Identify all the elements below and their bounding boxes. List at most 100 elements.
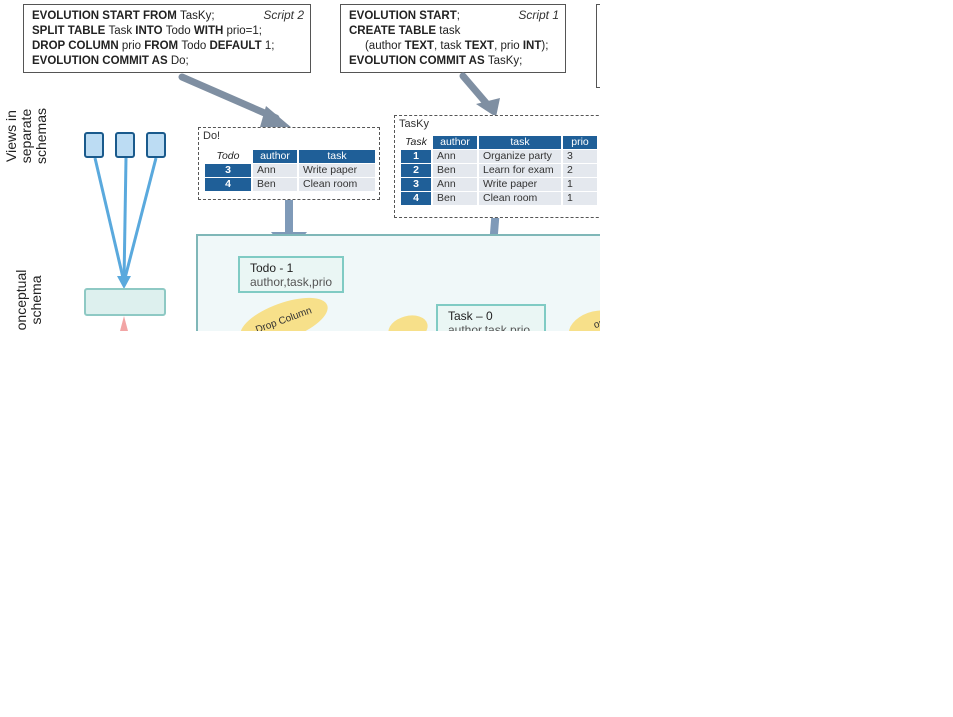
diagram-canvas: Script 2 EVOLUTION START FROM TasKy;SPLI…: [0, 0, 600, 331]
fan-line-middle: [122, 157, 128, 283]
cell-author: Ben: [433, 192, 477, 205]
cell-task: Clean room: [299, 178, 375, 191]
code-keyword: TEXT: [464, 40, 495, 52]
code-keyword: CREATE TABLE: [349, 25, 440, 37]
view-tasky-name: TasKy: [399, 118, 429, 130]
cell-id: 3: [205, 164, 251, 177]
partial-script-box: [596, 4, 600, 88]
cell-author: Ben: [253, 178, 297, 191]
col-task: task: [479, 136, 561, 149]
code-text: 1;: [264, 40, 275, 52]
cell-task: Write paper: [479, 178, 561, 191]
code-text: prio: [121, 40, 145, 52]
code-keyword: EVOLUTION COMMIT AS: [32, 55, 171, 67]
cell-author: Ben: [433, 164, 477, 177]
cell-id: 1: [401, 150, 431, 163]
code-text: Todo: [165, 25, 194, 37]
fan-line-left: [93, 157, 126, 283]
code-keyword: EVOLUTION START: [349, 10, 457, 22]
code-text: Do;: [170, 55, 189, 67]
task-table-name: Task: [405, 136, 427, 148]
code-keyword: INT: [522, 40, 542, 52]
cell-id: 2: [401, 164, 431, 177]
cell-prio: 3: [563, 150, 597, 163]
cell-task: Write paper: [299, 164, 375, 177]
code-keyword: FROM: [144, 40, 182, 52]
client-icon-2: [115, 132, 135, 158]
cell-prio: 2: [563, 164, 597, 177]
cell-author: Ann: [433, 178, 477, 191]
col-task: task: [299, 150, 375, 163]
script-2-box: Script 2 EVOLUTION START FROM TasKy;SPLI…: [23, 4, 311, 73]
code-text: , task: [434, 40, 465, 52]
code-text: prio=1;: [226, 25, 262, 37]
script1-to-tasky-arrow: [459, 72, 500, 117]
view-do-name: Do!: [203, 130, 221, 142]
fan-line-right: [122, 157, 158, 283]
code-text: TasKy;: [180, 10, 215, 22]
code-keyword: EVOLUTION START FROM: [32, 10, 181, 22]
cell-author: Ann: [253, 164, 297, 177]
code-keyword: DROP COLUMN: [32, 40, 122, 52]
script-2-tag: Script 2: [263, 8, 304, 22]
cell-id: 4: [205, 178, 251, 191]
client-icon-3: [146, 132, 166, 158]
code-text: Task: [108, 25, 136, 37]
code-keyword: EVOLUTION COMMIT AS: [349, 55, 488, 67]
code-text: Todo: [181, 40, 210, 52]
col-author: author: [253, 150, 297, 163]
cell-id: 4: [401, 192, 431, 205]
code-text: , prio: [494, 40, 523, 52]
script-1-box: Script 1 EVOLUTION START;CREATE TABLE ta…: [340, 4, 566, 73]
cell-prio: 1: [563, 192, 597, 205]
code-text: ;: [456, 10, 460, 22]
script2-to-do-arrow: [178, 73, 292, 128]
client-icon-1: [84, 132, 104, 158]
task-node-title: Task – 0: [448, 309, 493, 323]
code-keyword: TEXT: [404, 40, 434, 52]
code-line: EVOLUTION START FROM TasKy;: [32, 9, 302, 24]
cell-author: Ann: [433, 150, 477, 163]
script-2-code: EVOLUTION START FROM TasKy;SPLIT TABLE T…: [32, 9, 302, 69]
todo-table-name: Todo: [216, 150, 240, 162]
code-keyword: DEFAULT: [209, 40, 265, 52]
code-keyword: INTO: [135, 25, 166, 37]
col-author: author: [433, 136, 477, 149]
code-keyword: WITH: [193, 25, 227, 37]
conceptual-schema-box: [84, 288, 166, 316]
code-line: EVOLUTION COMMIT AS Do;: [32, 54, 302, 69]
code-line: CREATE TABLE task: [349, 24, 557, 39]
todo-node-title: Todo - 1: [250, 261, 294, 275]
cell-id: 3: [401, 178, 431, 191]
script-1-code: EVOLUTION START;CREATE TABLE task (autho…: [349, 9, 557, 69]
code-text: );: [541, 40, 549, 52]
cell-prio: 1: [563, 178, 597, 191]
code-text: task: [439, 25, 461, 37]
todo-node-attrs: author,task,prio: [250, 275, 333, 289]
col-prio: prio: [563, 136, 597, 149]
fan-arrowhead: [117, 276, 131, 289]
task-node-attrs: author,task,prio: [448, 323, 531, 331]
cell-task: Clean room: [479, 192, 561, 205]
cell-task: Organize party: [479, 150, 561, 163]
code-keyword: SPLIT TABLE: [32, 25, 109, 37]
code-line: EVOLUTION START;: [349, 9, 557, 24]
cell-task: Learn for exam: [479, 164, 561, 177]
code-line: EVOLUTION COMMIT AS TasKy;: [349, 54, 557, 69]
script-1-tag: Script 1: [518, 8, 559, 22]
pink-arrowhead: [120, 316, 128, 331]
code-line: (author TEXT, task TEXT, prio INT);: [349, 39, 557, 54]
code-text: (author: [349, 40, 405, 52]
code-text: TasKy;: [487, 55, 523, 67]
client-fan-lines: [93, 157, 158, 283]
